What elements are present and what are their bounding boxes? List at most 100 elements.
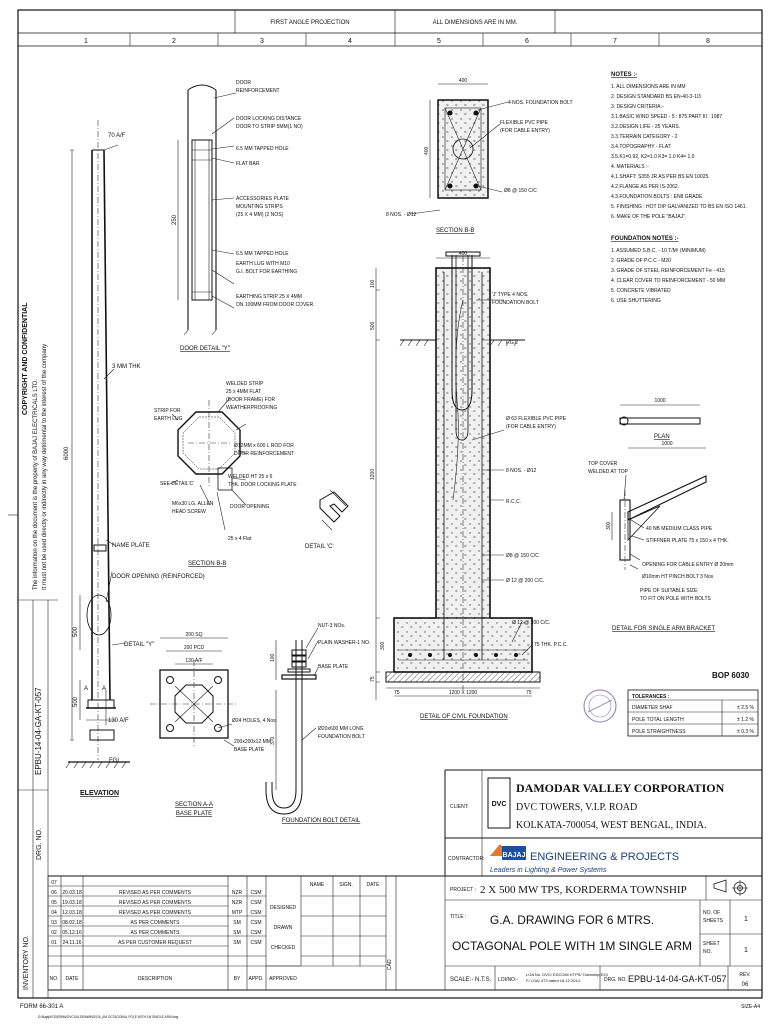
note-3-5: 3.5.K1=0.92, K2=1.0 K3= 1.0 K4= 1.0	[611, 154, 695, 160]
rev-desc: AS PER COMMENTS	[131, 930, 181, 936]
arm-label: DETAIL FOR SINGLE ARM BRACKET	[612, 626, 715, 632]
bbf-bars: 8 NOS. - Ø12	[386, 212, 417, 218]
rev-no: 05	[51, 900, 57, 906]
rev-date: 05.12.16	[62, 930, 82, 936]
detail-c-label: DETAIL 'C'	[305, 544, 334, 550]
tolerances-table: TOLERANCES : DIAMETER SHAF ± 2.5 % POLE …	[627, 689, 759, 737]
fnote-4: 4. CLEAR COVER TO REINFORCEMENT - 50 MM	[611, 278, 725, 284]
aa-label2: BASE PLATE	[176, 811, 212, 817]
rev-label: REV.	[739, 972, 750, 978]
cf-pvc: Ø 63 FLEXIBLE PVC PIPE(FOR CABLE ENTRY)	[506, 416, 567, 430]
rev-by: NZR	[232, 900, 243, 906]
cf-dim-400: 400	[459, 251, 468, 257]
rev-by: SM	[233, 940, 241, 946]
fb-dim-100: 100	[270, 653, 276, 662]
arm-dim-300: 300	[606, 521, 612, 530]
client-name: DAMODAR VALLEY CORPORATION	[516, 781, 725, 795]
client-addr1: DVC TOWERS, V.I.P. ROAD	[516, 802, 637, 813]
foundation-notes-title: FOUNDATION NOTES :-	[611, 236, 679, 242]
form-number: FORM 66-301 A	[20, 1004, 63, 1010]
cf-dim-1200: 1200 X 1200	[449, 690, 478, 696]
sig-designed: DESIGNED	[270, 905, 297, 911]
elev-door-opening: DOOR OPENING (REINFORCED)	[112, 574, 205, 580]
cf-bars: 8 NOS. - Ø12	[506, 468, 537, 474]
aa-holes: Ø24 HOLES, 4 Nos.	[232, 718, 277, 724]
client-label: CLIENT:	[450, 804, 469, 810]
file-path: D:\Bajaj\KODERMA\DVC\GA DRAWING\GA_6M OC…	[38, 1015, 179, 1019]
arm-pipe: 40 NB MEDIUM CLASS PIPE	[646, 526, 713, 532]
contractor-tagline: Leaders in Lighting & Power Systems	[490, 867, 607, 874]
rev-date: 12.03.18	[62, 910, 82, 916]
rev-header-desc: DESCRIPTION	[138, 976, 173, 982]
sig-approved: APPROVED	[269, 976, 297, 982]
loi-label: LOI/NO:-	[498, 977, 518, 983]
sheet-no-value: 1	[744, 947, 748, 954]
aa-af: 130 A/F	[185, 658, 202, 664]
section-bb-foundation: 400 400 4 NOS. FOUNDATION BOLT FLEXIBLE …	[386, 78, 573, 234]
rev-date: 24.11.16	[62, 940, 81, 946]
arm-stiffner: STIFFNER PLATE 75 x 150 x 4 THK.	[646, 538, 729, 544]
rev-date: 19.03.18	[62, 900, 82, 906]
size-label: SIZE-A4	[741, 1004, 760, 1010]
bbf-stirrup: Ø8 @ 150 C/C	[504, 188, 537, 194]
bb-door-opening: DOOR OPENING	[230, 504, 270, 510]
rev-value: 06	[742, 982, 749, 988]
tol-title: TOLERANCES :	[632, 694, 670, 700]
section-bb-door-label: SECTION B-B	[188, 561, 226, 567]
bbf-pvc: FLEXIBLE PVC PIPE(FOR CABLE ENTRY)	[500, 120, 550, 134]
bbf-dim-400v: 400	[424, 146, 430, 155]
drg-value: EPBU-14-04-GA-KT-057	[628, 974, 727, 984]
contractor-division: ENGINEERING & PROJECTS	[530, 851, 679, 863]
rev-no: 04	[51, 910, 57, 916]
elev-bottom-af: 130 A/F	[108, 718, 129, 724]
fb-label: FOUNDATION BOLT DETAIL	[282, 818, 361, 824]
projection-symbol-icon	[713, 879, 748, 896]
grid-col-8: 8	[706, 38, 710, 45]
bajaj-logo: BAJAJ	[490, 844, 526, 860]
rev-appd: CSM	[250, 920, 261, 926]
cf-fgl: F.G.L	[506, 340, 518, 346]
rev-date: 08.02.18	[62, 920, 82, 926]
cad-label: CAD	[387, 959, 393, 970]
elev-top-af: 70 A/F	[108, 133, 126, 139]
dvc-logo: DVC	[492, 801, 507, 808]
rev-by: NZR	[232, 890, 243, 896]
project-value: 2 X 500 MW TPS, KORDERMA TOWNSHIP	[480, 884, 687, 896]
title-line2: OCTAGONAL POLE WITH 1M SINGLE ARM	[452, 939, 692, 953]
door-flat-bar: FLAT BAR	[236, 161, 260, 167]
rev-header-date: DATE	[66, 976, 80, 982]
rev-desc: REVISED AS PER COMMENTS	[119, 890, 192, 896]
side-drg-no: DRG. NO.	[36, 828, 43, 860]
note-3: 3. DESIGN CRITERIA:-	[611, 104, 664, 110]
rev-no: 06	[51, 890, 57, 896]
section-aa-base-plate: 200 SQ 200 PCD 130 A/F Ø24 HOLES, 4 Nos.…	[150, 632, 277, 817]
grid-col-2: 2	[172, 38, 176, 45]
bb-flat: 25 x 4 Flat	[228, 536, 252, 542]
door-tapped-hole: 6.5 MM TAPPED HOLE	[236, 146, 289, 152]
rev-desc: AS PER CUSTOMER REQUEST	[118, 940, 192, 946]
grid-header: 1 2 3 4 5 6 7 8	[84, 33, 710, 46]
grid-col-4: 4	[348, 38, 352, 45]
signature-block: NAME SIGN. DATE DESIGNED DRAWN CHECKED A…	[266, 876, 397, 990]
foundation-bolt-detail: NUT-3 NOs. PLAIN WASHER-1 NO. BASE PLATE…	[265, 623, 370, 824]
grid-col-7: 7	[613, 38, 617, 45]
cf-label: DETAIL OF CIVIL FOUNDATION	[420, 714, 508, 720]
arm-dim-1000b: 1000	[661, 441, 672, 447]
elev-dim-500b: 500	[73, 696, 79, 707]
sig-header-sign: SIGN.	[339, 882, 353, 888]
rev-by: SM	[233, 920, 241, 926]
note-2: 2. DESIGN STANDARD BS EN-40-3-1/3	[611, 94, 701, 100]
aa-sq: 200 SQ	[186, 632, 203, 638]
elevation-view: 70 A/F 3 MM THK 6000 NAME PLATE DOOR OPE…	[64, 120, 205, 797]
fnote-1: 1. ASSUMED S.B.C. - 10 T/M² (MINIMUM)	[611, 248, 706, 254]
